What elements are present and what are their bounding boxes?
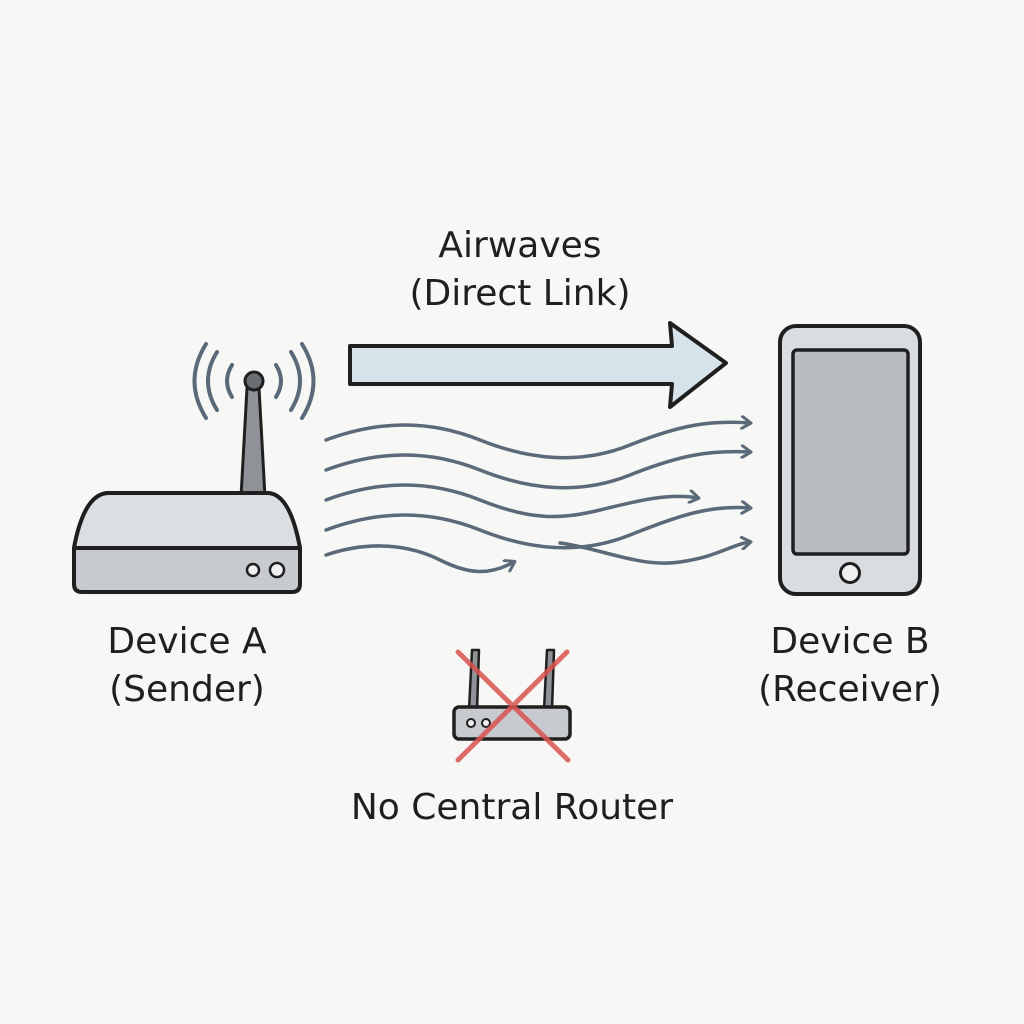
airwaves-icon [324, 422, 750, 574]
link-label: Airwaves (Direct Link) [370, 222, 670, 318]
phone-screen [791, 348, 910, 556]
device-a-label: Device A (Sender) [62, 618, 312, 714]
device-a-role: (Sender) [109, 669, 265, 710]
link-label-title: Airwaves [438, 225, 602, 266]
no-central-router-label: No Central Router [330, 784, 694, 832]
link-label-subtitle: (Direct Link) [409, 273, 631, 314]
cross-mark-icon [455, 649, 571, 763]
device-a-name: Device A [107, 621, 267, 662]
device-b-name: Device B [770, 621, 930, 662]
home-button-icon [839, 562, 861, 584]
device-a-router-icon [72, 342, 316, 594]
direct-link-arrow-icon [348, 321, 728, 409]
device-b-smartphone-icon [778, 324, 922, 596]
status-light-icon [245, 562, 261, 578]
antenna-icon [239, 370, 267, 499]
device-b-role: (Receiver) [758, 669, 942, 710]
crossed-out-router-icon [452, 648, 572, 763]
device-b-label: Device B (Receiver) [730, 618, 970, 714]
power-light-icon [268, 561, 286, 579]
signal-waves-icon [192, 342, 316, 420]
no-central-router-text: No Central Router [350, 787, 674, 828]
